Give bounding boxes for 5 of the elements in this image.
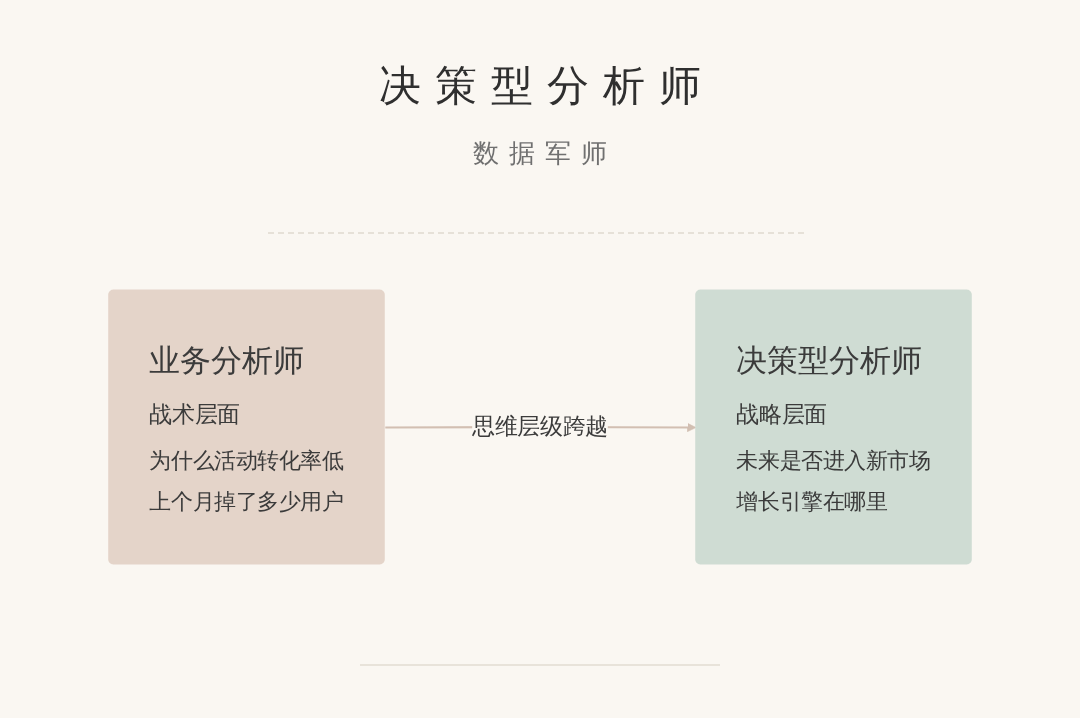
- node-box: 业务分析师 战术层面 为什么活动转化率低 上个月掉了多少用户: [108, 289, 385, 565]
- edge-label: 思维层级跨越: [472, 413, 608, 439]
- title: 决策型分析师: [379, 60, 715, 112]
- node-box: 决策型分析师 战略层面 未来是否进入新市场 增长引擎在哪里: [695, 289, 972, 565]
- subtitle: 数据军师: [473, 137, 617, 170]
